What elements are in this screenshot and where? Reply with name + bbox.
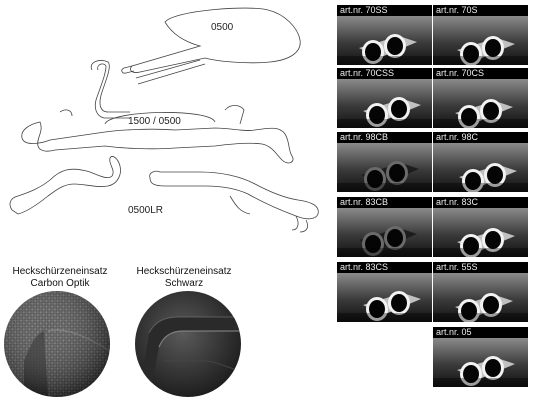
product-tile-label: art.nr. 05	[433, 327, 528, 338]
front-pipe-label: 0500LR	[128, 205, 164, 216]
bumper-insert-black-variant: Schwarz	[164, 278, 204, 289]
bumper-insert-black-image	[135, 291, 241, 397]
product-tile-label: art.nr. 70SS	[337, 5, 432, 16]
tailpipe-photo	[433, 79, 528, 128]
product-tile-label: art.nr. 83CB	[337, 197, 432, 208]
product-tile-label: art.nr. 70S	[433, 5, 528, 16]
product-tile[interactable]: art.nr. 55S	[433, 262, 528, 322]
product-tile-label: art.nr. 83CS	[337, 262, 432, 273]
bumper-insert-carbon-caption: Heckschürzeneinsatz Carbon Optik	[0, 266, 120, 290]
product-tile-label: art.nr. 98CB	[337, 132, 432, 143]
tailpipe-photo	[433, 16, 528, 65]
bumper-insert-carbon-variant: Carbon Optik	[30, 278, 90, 289]
tailpipe-photo	[433, 273, 528, 322]
tailpipe-photo	[433, 338, 528, 387]
product-tile[interactable]: art.nr. 98CB	[337, 132, 432, 192]
product-tile[interactable]: art.nr. 83C	[433, 197, 528, 257]
rear-silencer-label: 0500	[211, 22, 234, 33]
middle-silencer-label: 1500 / 0500	[128, 116, 181, 127]
product-tile[interactable]: art.nr. 70S	[433, 5, 528, 65]
rear-silencer-outline	[130, 7, 301, 73]
tailpipe-photo	[433, 143, 528, 192]
middle-silencer-outline	[21, 121, 294, 164]
tailpipe-photo	[337, 79, 432, 128]
tailpipe-photo	[433, 208, 528, 257]
bumper-insert-carbon-title: Heckschürzeneinsatz	[12, 266, 108, 277]
tailpipe-photo	[337, 273, 432, 322]
product-tile-label: art.nr. 55S	[433, 262, 528, 273]
product-tile-label: art.nr. 70CSS	[337, 68, 432, 79]
product-tile[interactable]: art.nr. 70CS	[433, 68, 528, 128]
product-tile[interactable]: art.nr. 05	[433, 327, 528, 387]
tailpipe-product-grid: art.nr. 70SS art.nr. 70S art.nr. 70CSS	[337, 0, 533, 400]
tailpipe-photo	[337, 208, 432, 257]
product-tile[interactable]: art.nr. 98C	[433, 132, 528, 192]
product-tile-label: art.nr. 98C	[433, 132, 528, 143]
product-tile[interactable]: art.nr. 70CSS	[337, 68, 432, 128]
bumper-insert-carbon-image	[4, 291, 110, 397]
connector-pipe-outline	[90, 60, 130, 113]
product-tile[interactable]: art.nr. 83CB	[337, 197, 432, 257]
tailpipe-photo	[337, 16, 432, 65]
bumper-insert-black-caption: Heckschürzeneinsatz Schwarz	[124, 266, 244, 290]
exhaust-system-diagram	[9, 7, 319, 233]
front-pipe-outline	[9, 156, 121, 215]
product-tile-label: art.nr. 83C	[433, 197, 528, 208]
product-tile[interactable]: art.nr. 83CS	[337, 262, 432, 322]
product-tile-label: art.nr. 70CS	[433, 68, 528, 79]
bumper-insert-black-title: Heckschürzeneinsatz	[136, 266, 232, 277]
tailpipe-photo	[337, 143, 432, 192]
product-tile[interactable]: art.nr. 70SS	[337, 5, 432, 65]
